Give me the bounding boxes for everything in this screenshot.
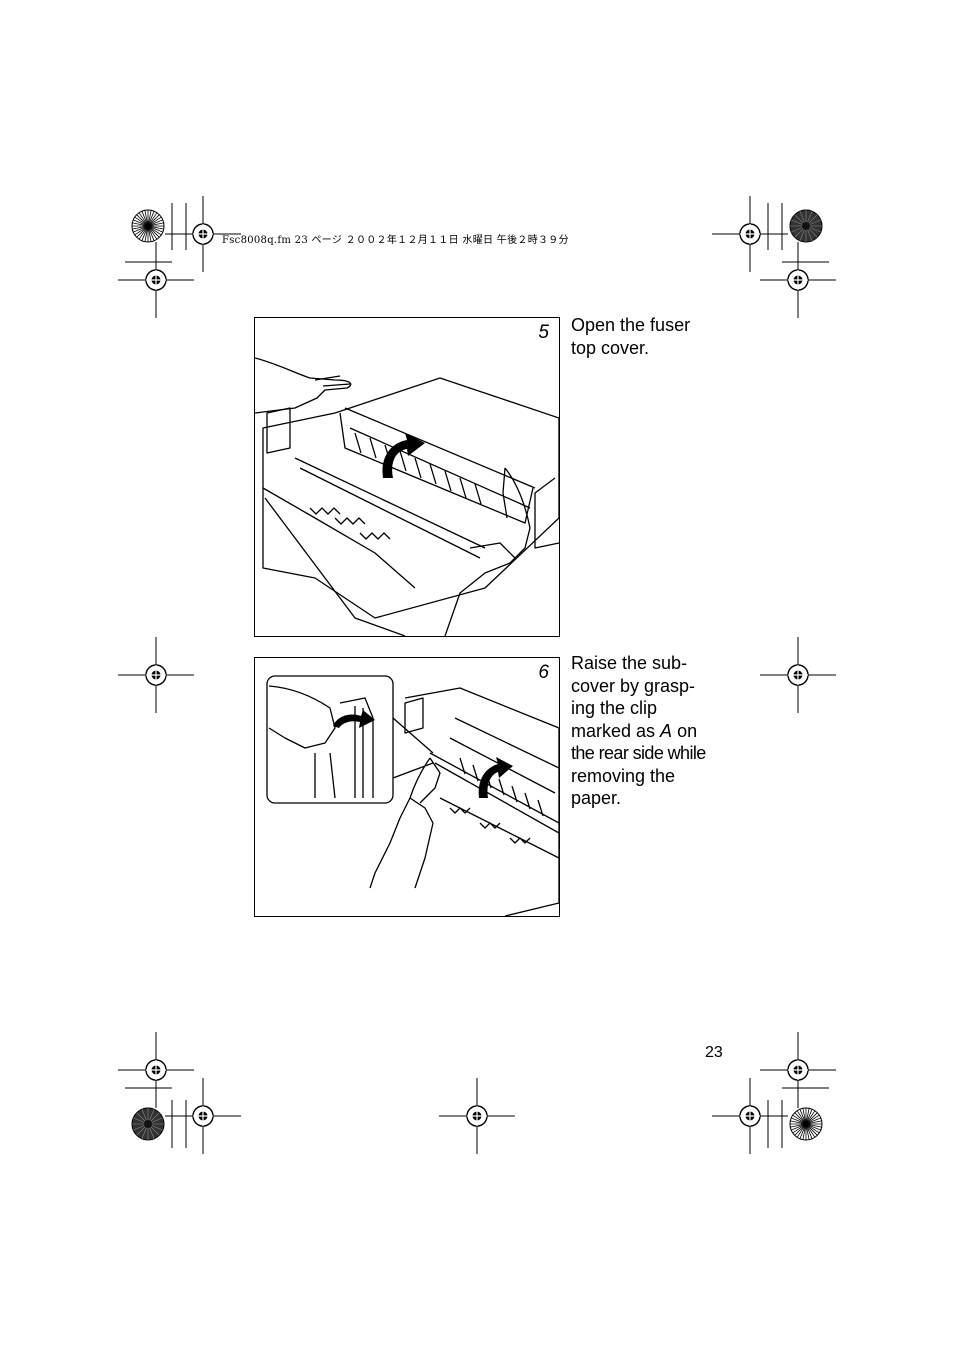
step-6-instruction: Raise the sub- cover by grasp- ing the c… bbox=[571, 652, 731, 810]
step-5-line: Open the fuser bbox=[571, 315, 691, 335]
step-6-line: cover by grasp- bbox=[571, 675, 696, 696]
step-6-number: 6 bbox=[538, 662, 549, 683]
page-number: 23 bbox=[705, 1044, 723, 1061]
step-6-line-with-marker: marked as A on bbox=[571, 720, 731, 743]
printer-fuser-drawing bbox=[255, 357, 559, 636]
text-fragment: on bbox=[672, 720, 698, 741]
step-5-illustration: 5 bbox=[254, 317, 560, 637]
step-5-number: 5 bbox=[538, 322, 549, 343]
step-6-line: ing the clip bbox=[571, 698, 658, 718]
step-6-line: paper. bbox=[571, 788, 622, 808]
step-5-instruction: Open the fuser top cover. bbox=[571, 314, 731, 359]
step-6-line: removing the bbox=[571, 765, 676, 786]
print-slug-header: Fsc8008q.fm 23 ページ ２００２年１２月１１日 水曜日 午後２時３… bbox=[222, 235, 569, 246]
text-fragment: marked as bbox=[571, 720, 661, 741]
step-6-line: the rear side while bbox=[571, 743, 706, 763]
clip-marker-letter: A bbox=[660, 720, 673, 741]
printer-subcover-drawing bbox=[266, 675, 559, 916]
step-5-line: top cover. bbox=[571, 337, 650, 358]
step-6-illustration: 6 bbox=[254, 657, 560, 917]
step-6-line: Raise the sub- bbox=[571, 653, 688, 673]
